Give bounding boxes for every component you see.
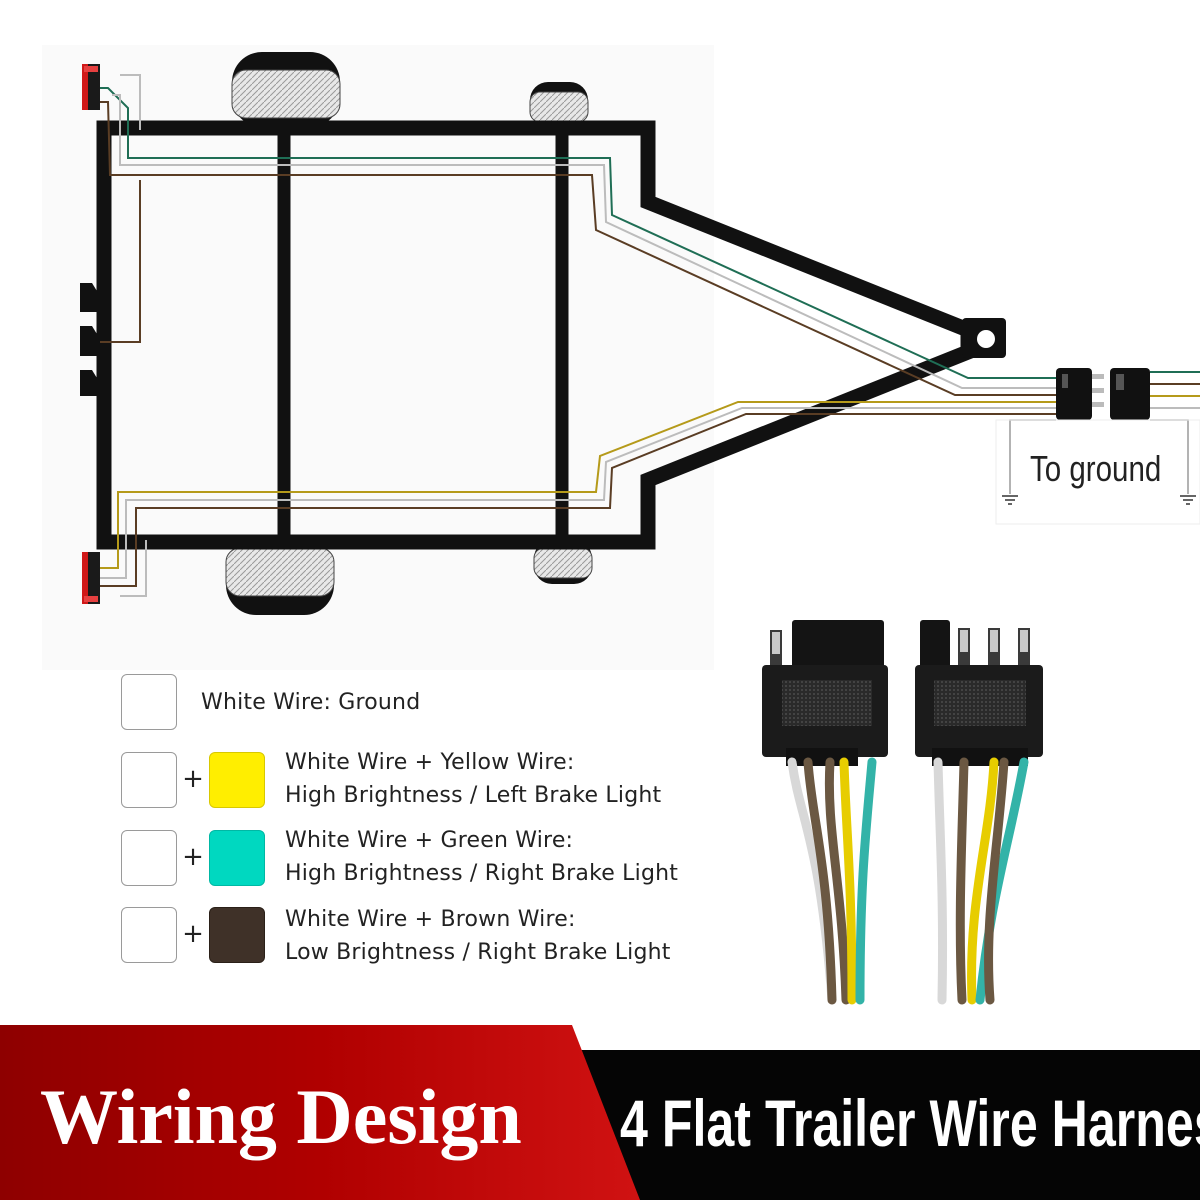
legend-line: White Wire: Ground (201, 690, 421, 715)
diagram-background (42, 45, 714, 670)
connector-male-schematic (1110, 368, 1150, 420)
harness-connector-female (762, 620, 888, 766)
legend-item-yellow: White Wire + Yellow Wire: High Brightnes… (285, 746, 661, 812)
marker-lights-side (80, 283, 100, 396)
plus-sign: + (182, 842, 204, 872)
plus-sign: + (182, 919, 204, 949)
hitch-coupler (962, 318, 1006, 358)
connector-pins-schematic (1092, 374, 1104, 407)
wire-run-top (94, 74, 1058, 396)
green-swatch (209, 830, 265, 886)
white-wire-corner (120, 74, 141, 130)
banner-title: Wiring Design (40, 1073, 522, 1160)
plus-sign: + (182, 764, 204, 794)
legend-line: White Wire + Green Wire: (285, 828, 574, 853)
wire-run-side (96, 180, 141, 343)
tail-light-top (82, 64, 100, 110)
white-swatch (121, 752, 177, 808)
wheel-top-right (529, 82, 589, 126)
banner-right-background (580, 1050, 1200, 1200)
green-wire (94, 87, 1058, 379)
brown-swatch (209, 907, 265, 963)
banner-left-background (0, 1025, 640, 1200)
trailer-wiring-diagram (42, 45, 1200, 1005)
wires-to-vehicle (1150, 371, 1200, 409)
harness-connector-male (915, 620, 1043, 766)
wheel-top-left (231, 52, 341, 127)
brown-wire-side (96, 180, 141, 343)
legend-line: High Brightness / Left Brake Light (285, 783, 662, 808)
connector-female-schematic (1056, 368, 1092, 420)
white-wire-top (112, 94, 1058, 389)
banner-subtitle: 4 Flat Trailer Wire Harness (620, 1086, 1200, 1160)
ground-symbol-right (1180, 495, 1196, 505)
yellow-swatch (209, 752, 265, 808)
legend-line: High Brightness / Right Brake Light (285, 861, 679, 886)
yellow-wire (96, 401, 1058, 569)
harness-wires (787, 757, 1029, 1005)
wheel-bottom-right (533, 540, 593, 584)
legend-line: White Wire + Brown Wire: (285, 907, 576, 932)
ground-label: To ground (1030, 448, 1162, 489)
white-wire-bottom (96, 407, 1058, 579)
legend-line: Low Brightness / Right Brake Light (285, 940, 671, 965)
brown-wire-bottom (96, 413, 1058, 587)
brown-wire (100, 101, 1058, 396)
legend-item-green: White Wire + Green Wire: High Brightness… (285, 824, 678, 890)
white-wire-corner-bottom (120, 540, 147, 597)
tail-light-bottom (82, 552, 100, 604)
legend-line: White Wire + Yellow Wire: (285, 750, 575, 775)
white-swatch (121, 830, 177, 886)
wheel-bottom-left (225, 540, 335, 615)
white-swatch (121, 907, 177, 963)
ground-symbol-left (1002, 495, 1018, 505)
ground-leads (995, 419, 1200, 525)
legend-item-brown: White Wire + Brown Wire: Low Brightness … (285, 903, 671, 969)
legend-item-ground: White Wire: Ground (201, 686, 420, 719)
wire-run-bottom (96, 401, 1058, 597)
white-swatch (121, 674, 177, 730)
